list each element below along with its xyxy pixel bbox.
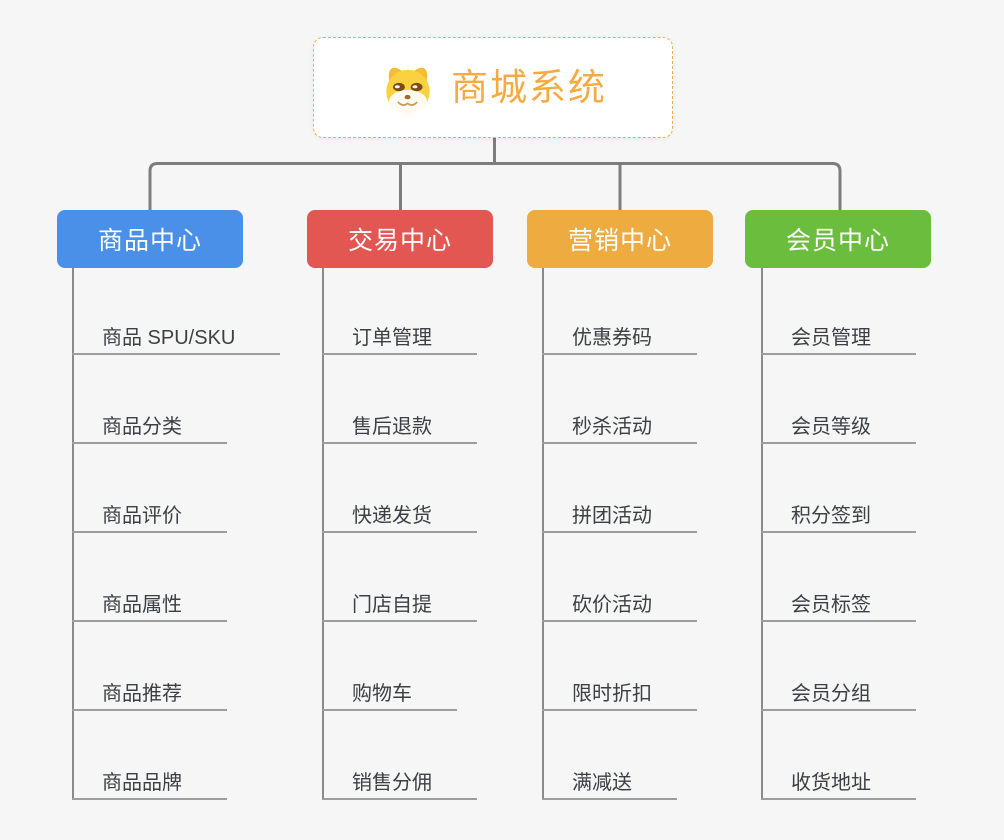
leaf-node[interactable]: 快递发货 (322, 501, 477, 533)
leaf-node[interactable]: 满减送 (542, 768, 677, 800)
leaf-node[interactable]: 商品属性 (72, 590, 227, 622)
branch-label: 营销中心 (567, 227, 672, 255)
leaf-node[interactable]: 砍价活动 (542, 590, 697, 622)
trunk-line-marketing-center (542, 268, 544, 800)
branch-product-center[interactable]: 商品中心 (57, 210, 243, 268)
branch-label: 交易中心 (347, 227, 452, 255)
leaf-node[interactable]: 商品 SPU/SKU (72, 323, 281, 355)
branch-bus-line (148, 162, 842, 210)
leaf-node[interactable]: 会员分组 (761, 679, 916, 711)
leaf-node[interactable]: 商品推荐 (72, 679, 227, 711)
trunk-line-product-center (72, 268, 74, 800)
leaf-node[interactable]: 拼团活动 (542, 501, 697, 533)
leaf-node[interactable]: 销售分佣 (322, 768, 477, 800)
leaf-node[interactable]: 收货地址 (761, 768, 916, 800)
branch-label: 商品中心 (97, 227, 202, 255)
leaf-node[interactable]: 秒杀活动 (542, 412, 697, 444)
leaf-node[interactable]: 购物车 (322, 679, 457, 711)
leaf-node[interactable]: 限时折扣 (542, 679, 697, 711)
leaf-node[interactable]: 会员标签 (761, 590, 916, 622)
branch-member-center[interactable]: 会员中心 (745, 210, 931, 268)
leaf-node[interactable]: 商品品牌 (72, 768, 227, 800)
leaf-node[interactable]: 积分签到 (761, 501, 916, 533)
branch-label: 会员中心 (785, 227, 890, 255)
trunk-line-trade-center (322, 268, 324, 800)
leaf-node[interactable]: 会员管理 (761, 323, 916, 355)
doge-icon (386, 67, 430, 113)
branch-marketing-center[interactable]: 营销中心 (527, 210, 713, 268)
trunk-line-member-center (761, 268, 763, 800)
leaf-node[interactable]: 商品分类 (72, 412, 227, 444)
leaf-node[interactable]: 门店自提 (322, 590, 477, 622)
leaf-node[interactable]: 订单管理 (322, 323, 477, 355)
leaf-node[interactable]: 售后退款 (322, 412, 477, 444)
root-title: 商城系统 (451, 67, 607, 108)
branch-trade-center[interactable]: 交易中心 (307, 210, 493, 268)
root-node[interactable]: 商城系统 (313, 37, 673, 138)
leaf-node[interactable]: 优惠券码 (542, 323, 697, 355)
leaf-node[interactable]: 会员等级 (761, 412, 916, 444)
leaf-node[interactable]: 商品评价 (72, 501, 227, 533)
